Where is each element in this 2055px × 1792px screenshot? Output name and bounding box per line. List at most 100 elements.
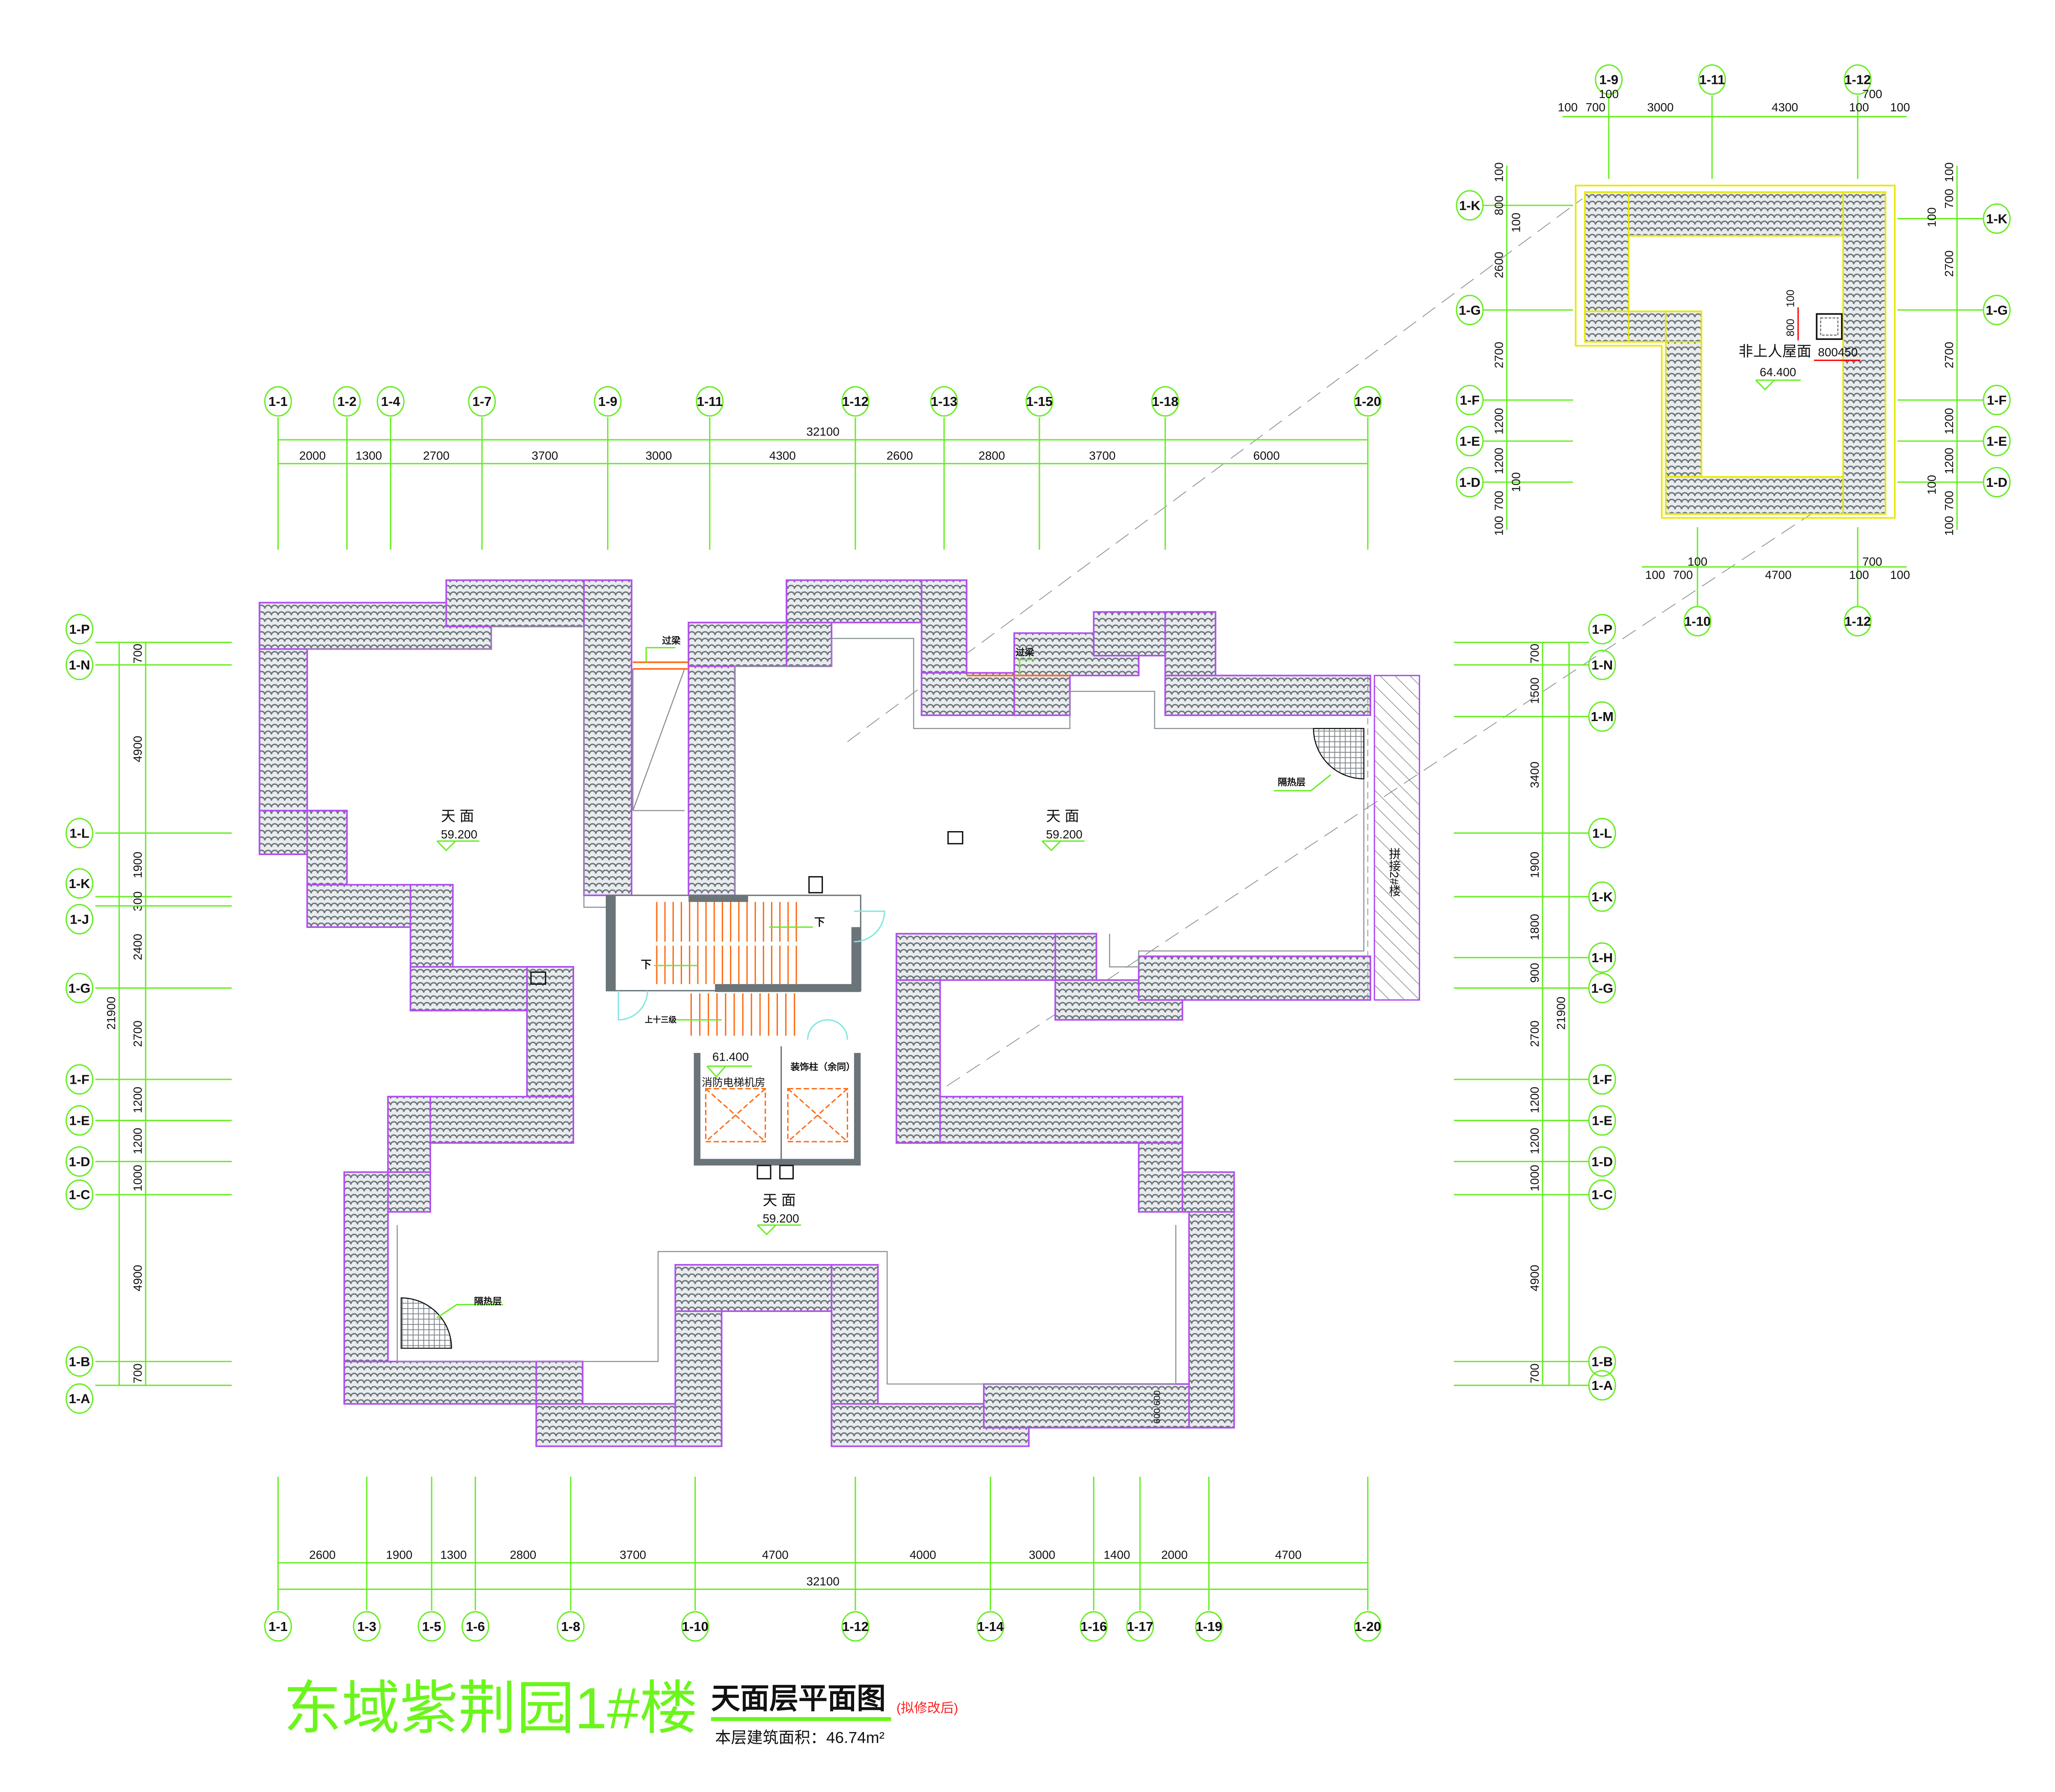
axis-label: 1-20 [1355,394,1381,409]
dimension-text: 1200 [1528,1128,1541,1154]
axis-label: 1-B [69,1354,90,1369]
axis-label: 1-A [1591,1378,1613,1393]
axis-bubble [1844,64,1872,95]
lintel-label-2: 过梁 [1016,647,1034,658]
revision-note: (拟修改后) [896,1700,958,1715]
axis-bubble [1588,1179,1616,1210]
roof-tile-band [583,579,633,896]
dimension-text: 1900 [131,852,144,878]
dimension-text: 3700 [532,449,558,462]
dimension-text: 3000 [646,449,672,462]
axis-bubble [1456,385,1484,415]
axis-bubble [66,868,94,899]
axis-bubble [376,386,405,417]
dimension-text: 100 [1890,568,1910,581]
dimension-text: 100 [1492,516,1505,536]
roof-area-label-bottom: 天 面 59.200 [756,1193,801,1235]
insulation-label-2: 隔热层 [474,1296,502,1307]
drawing-title: 天面层平面图 [711,1682,886,1715]
axis-bubble [333,386,361,417]
dimension-text: 100 [1942,162,1956,182]
axis-bubble [1588,701,1616,732]
axis-label: 1-D [1591,1154,1613,1169]
roof-tile-band [688,621,736,896]
dimension-text: 4900 [1528,1265,1541,1291]
axis-label: 1-12 [1844,614,1871,629]
axis-bubble [66,1179,94,1210]
parapet-lines [307,626,1364,1385]
axis-label: 1-J [70,912,89,927]
dimension-text: 100 [1645,568,1665,581]
dimension-text: 100 [1510,472,1523,492]
dimension-text: 4700 [762,1548,789,1561]
dimension-text: 700 [1942,189,1956,209]
axis-bubble [264,386,292,417]
dimension-text: 700 [1528,1363,1541,1383]
axis-label: 1-L [69,826,89,841]
axis-bubble [1588,818,1616,849]
axis-label: 1-18 [1152,394,1179,409]
dimension-text: 700 [1942,491,1956,510]
axis-bubble [841,1611,870,1642]
dimension-text: 1200 [131,1087,144,1113]
dimension-text: 900 [1528,963,1541,983]
dimension-text: 700 [1528,644,1541,663]
dimension-text: 4700 [1275,1548,1302,1561]
axis-label: 1-G [1986,303,2008,318]
dimension-text: 100 [1925,475,1939,495]
axis-bubble [417,1611,446,1642]
roof-tile-bands [259,579,1371,1447]
axis-label: 1-E [1459,434,1480,449]
dimension-text: 100 [1890,101,1910,114]
axis-label: 1-4 [381,394,400,409]
dimension-text: 2800 [510,1548,536,1561]
axis-label: 1-C [69,1187,90,1202]
axis-label: 1-11 [697,394,723,409]
axis-bubble [1456,190,1484,221]
dimension-text: 3000 [1029,1548,1055,1561]
roof-vent [530,971,546,985]
total-dimension-text: 21900 [104,997,118,1030]
inset-roof-elevation: 64.400 [1760,366,1796,379]
dimension-text: 1200 [1528,1087,1541,1113]
axis-bubble [66,614,94,644]
axis-label: 1-15 [1026,394,1053,409]
axis-label: 1-14 [977,1619,1004,1634]
axis-label: 1-D [1459,475,1480,490]
dimension-text: 100 [1942,516,1956,536]
dimension-text: 2600 [1492,252,1505,278]
dimension-text: 6000 [1253,449,1280,462]
dimension-text: 2700 [1942,250,1956,277]
axis-label: 1-2 [337,394,357,409]
axis-label: 1-M [1591,709,1614,724]
stair-up-steps-label: 上十三级 [645,1015,677,1024]
dimension-text: 3700 [1089,449,1116,462]
dimension-text: 4300 [1772,101,1798,114]
dimension-text: 4000 [910,1548,936,1561]
dimension-text: 4900 [131,736,144,762]
axis-bubble [1588,1146,1616,1177]
dimension-text: 700 [1862,87,1882,101]
dimension-text: 700 [131,644,144,663]
dimension-text: 2800 [979,449,1005,462]
axis-label: 1-3 [357,1619,376,1634]
axis-label: 1-G [1591,981,1614,996]
dimension-text: 1400 [1104,1548,1130,1561]
roof-tile-band [1138,955,1371,1001]
axis-label: 1-E [1986,434,2007,449]
inset-hatch-dim-width: 800450 [1818,346,1858,359]
roof-area-label-left: 天 面 59.200 [436,808,480,851]
axis-bubble [841,386,870,417]
axis-bubble [66,818,94,849]
axis-label: 1-K [1591,889,1613,904]
axis-bubble [1456,295,1484,325]
axis-bubble [557,1611,585,1642]
axis-label: 1-19 [1196,1619,1222,1634]
lintels: 过梁 过梁 [633,635,1070,677]
axis-label: 1-7 [472,394,491,409]
project-title: 东域紫荆园1#楼 [283,1676,698,1741]
stair-core: 下 下 上十三级 装饰柱（余同） 61.400 消防电梯机房 [605,876,885,1180]
axis-bubble [1126,1611,1154,1642]
axis-bubble [1983,385,2011,415]
axis-label: 1-K [1986,211,2007,226]
